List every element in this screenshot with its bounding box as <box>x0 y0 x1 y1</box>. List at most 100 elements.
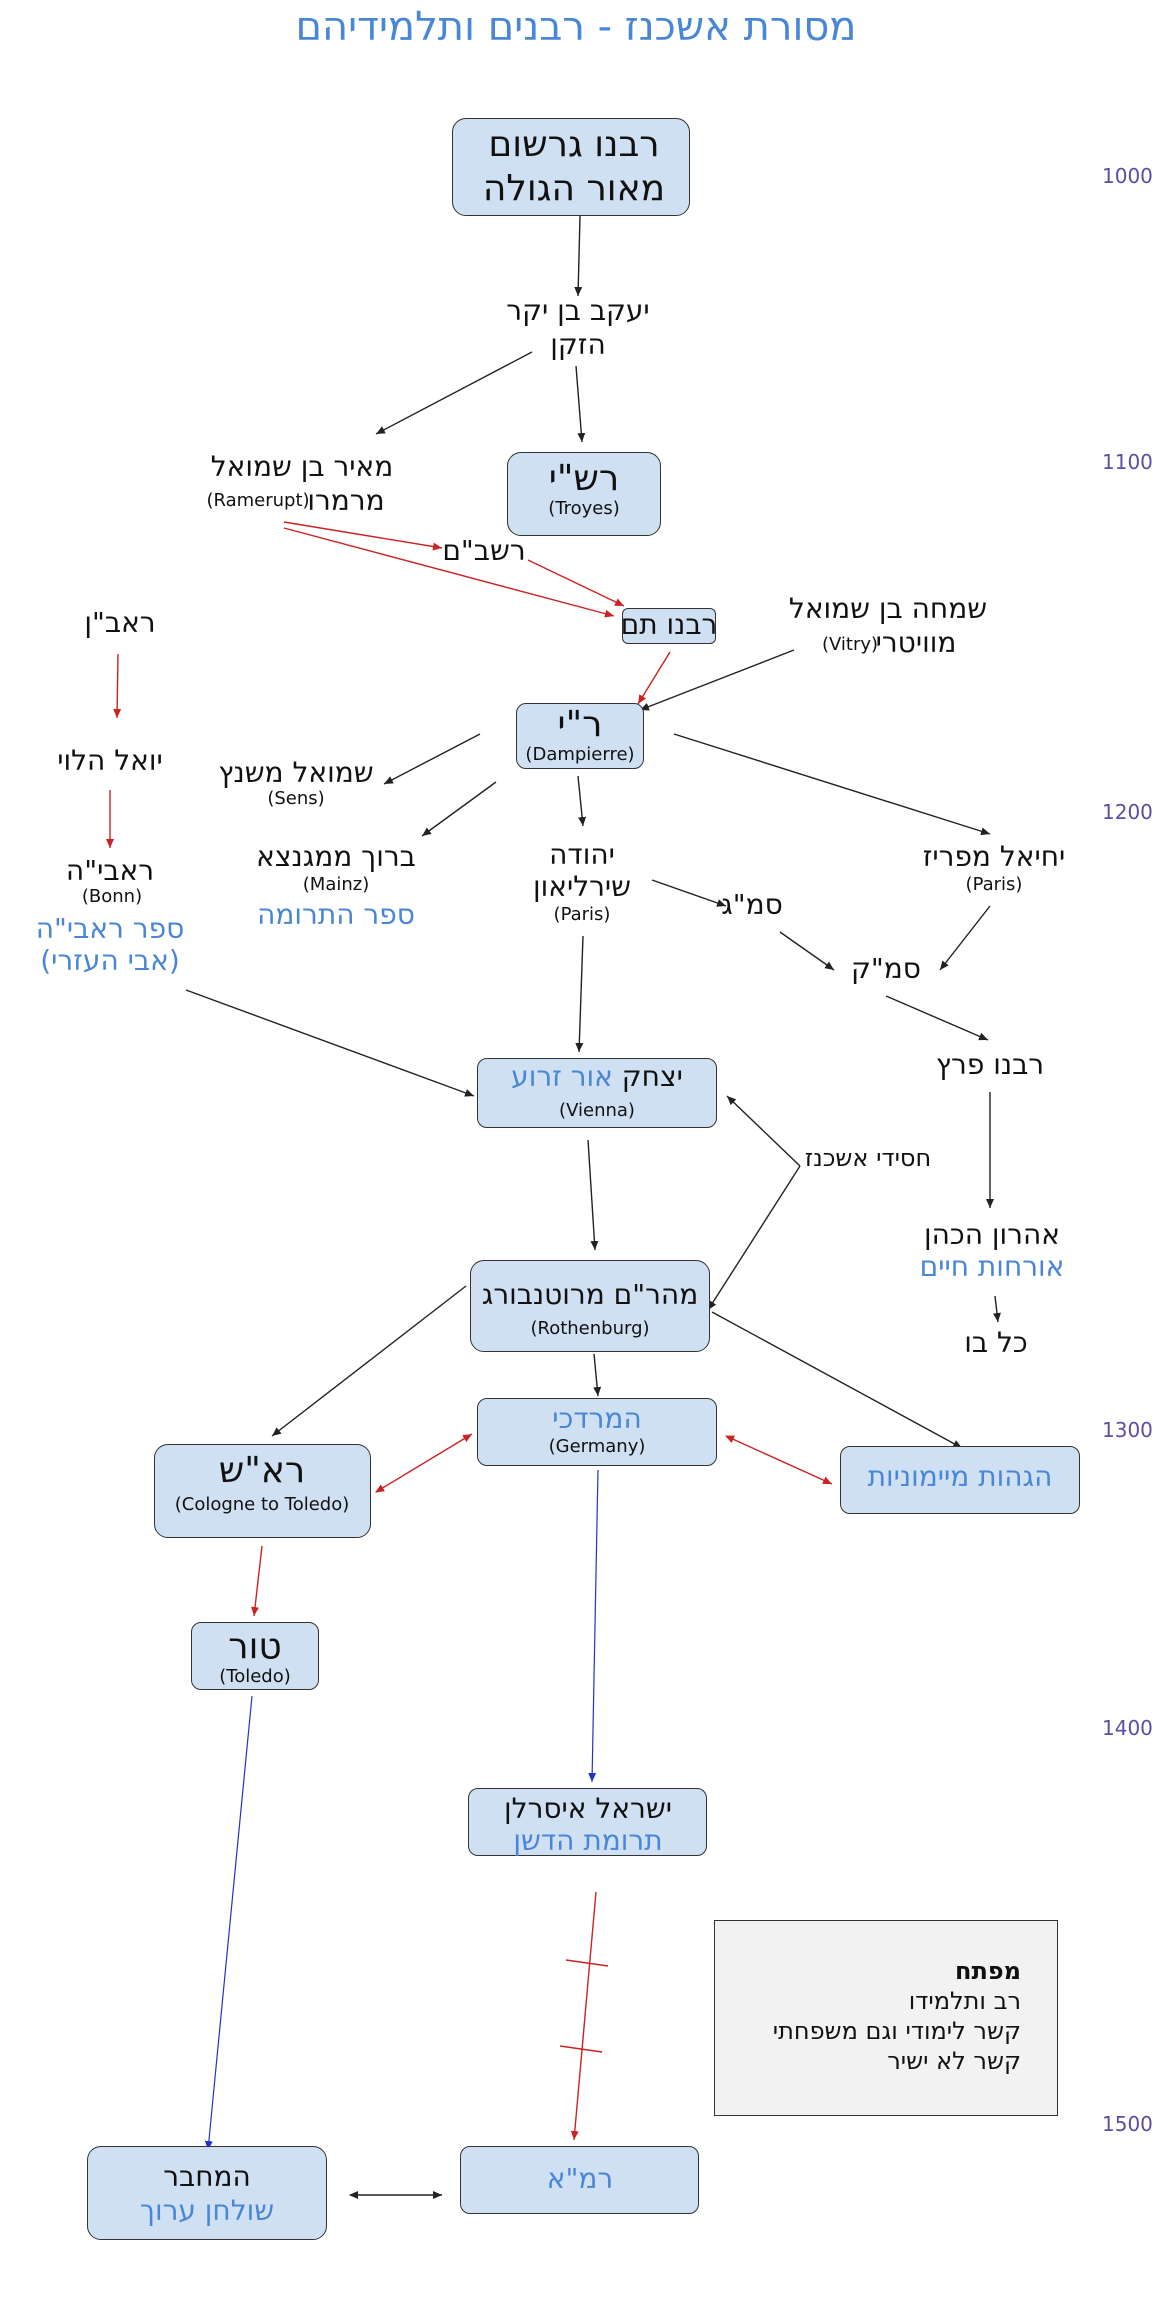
peretz-name: רבנו פרץ <box>935 1048 1045 1081</box>
shmuel-name: שמואל משנץ <box>218 756 374 789</box>
edge-ri-shmuel <box>383 733 481 785</box>
rema-box <box>460 2146 699 2214</box>
simcha-title: מוויטרי <box>875 626 957 659</box>
year-1500: 1500 <box>1102 2112 1152 2136</box>
shmuel-place: (Sens) <box>267 788 325 809</box>
year-1200: 1200 <box>1102 800 1152 824</box>
edge-gershom-yaakov <box>574 215 583 297</box>
edge-maharam-rosh <box>271 1285 467 1437</box>
rashi-box <box>507 452 661 536</box>
rosh-box <box>154 1444 371 1538</box>
baruch-name: ברוך ממגנצא <box>256 840 416 873</box>
edge-yechiel-semak <box>939 905 991 971</box>
hagahot-name: הגהות מיימוניות <box>867 1460 1053 1493</box>
rashi-name: רש"י <box>548 458 620 499</box>
edge-mordechai-isserlein <box>588 1469 599 1783</box>
orzarua-name: יצחק אור זרוע <box>511 1060 683 1093</box>
mordechai-box <box>477 1398 717 1466</box>
rema-name: רמ"א <box>546 2162 614 2195</box>
simcha-name: שמחה בן שמואל <box>788 592 988 625</box>
edge-raavan-yoel <box>113 653 122 719</box>
edge-yehuda-orzarua <box>575 935 584 1053</box>
edge-orzarua-maharam <box>587 1139 599 1251</box>
semag-name: סמ"ג <box>721 888 783 921</box>
yechiel-name: יחיאל מפריז <box>922 840 1066 873</box>
edge-maharam-hagahot <box>711 1311 963 1449</box>
legend-item-indirect: קשר לא ישיר <box>887 2047 1021 2075</box>
year-1000: 1000 <box>1102 164 1152 188</box>
isserlein-name: ישראל איסרלן <box>504 1792 672 1825</box>
edge-ri-yechiel <box>673 733 991 836</box>
edge-rosh-tur <box>251 1545 263 1617</box>
edge-yaakov-meir <box>375 351 533 435</box>
year-1100: 1100 <box>1102 450 1152 474</box>
yaakov-title: הזקן <box>550 328 606 361</box>
orzarua-book: אור זרוע <box>511 1060 613 1093</box>
legend-item-study-family: קשר לימודי וגם משפחתי <box>772 2017 1021 2045</box>
edge-semak-peretz <box>885 995 989 1041</box>
orzarua-box <box>477 1058 717 1128</box>
edge-yaakov-rashi <box>575 365 586 443</box>
isserlein-box <box>468 1788 707 1856</box>
kolbo-name: כל בו <box>964 1326 1028 1359</box>
tur-name: טור <box>228 1626 282 1667</box>
maharam-place: (Rothenburg) <box>530 1318 650 1339</box>
tam-box <box>622 608 716 644</box>
edge-ri-baruch <box>421 781 497 837</box>
yoel-name: יואל הלוי <box>57 744 163 777</box>
baruch-place: (Mainz) <box>302 874 370 895</box>
year-1400: 1400 <box>1102 1716 1152 1740</box>
mechaber-book: שולחן ערוך <box>139 2194 275 2227</box>
yehuda-name: יהודה <box>549 838 615 871</box>
raavyah-place: (Bonn) <box>81 886 143 907</box>
orzarua-place: (Vienna) <box>559 1100 635 1121</box>
ri-name: ר"י <box>557 704 603 745</box>
semak-name: סמ"ק <box>851 952 921 985</box>
edge-rashbam-tam <box>527 559 625 607</box>
legend-item-teacher-student: רב ותלמידו <box>908 1987 1021 2015</box>
yechiel-place: (Paris) <box>965 874 1023 895</box>
simcha-place: (Vitry) <box>821 634 879 655</box>
isserlein-book: תרומת הדשן <box>513 1824 663 1857</box>
edge-maharam-mordechai <box>593 1353 602 1397</box>
edge-meir-tam <box>283 527 615 618</box>
edge-tam-ri <box>637 651 671 705</box>
edge-meir-rashbam <box>283 521 443 551</box>
year-1300: 1300 <box>1102 1418 1152 1442</box>
rashbam-name: רשב"ם <box>442 534 526 567</box>
gershom-name: רבנו גרשום <box>488 124 660 165</box>
rosh-name: רא"ש <box>218 1450 306 1491</box>
yehuda-place: (Paris) <box>553 904 611 925</box>
edge-chasidei-orzarua <box>726 1095 801 1167</box>
gap-mark-1 <box>565 1959 609 1967</box>
mechaber-name: המחבר <box>163 2160 251 2193</box>
raavyah-name: ראבי"ה <box>65 854 155 887</box>
edge-semag-semak <box>779 931 835 971</box>
meir-place: (Ramerupt) <box>206 490 310 511</box>
rosh-place: (Cologne to Toledo) <box>174 1494 350 1515</box>
tur-box <box>191 1622 319 1690</box>
mordechai-place: (Germany) <box>548 1436 646 1457</box>
legend: מפתח רב ותלמידו קשר לימודי וגם משפחתי קש… <box>714 1920 1058 2116</box>
tam-name: רבנו תם <box>620 608 718 641</box>
baruch-book: ספר התרומה <box>257 898 415 931</box>
rashi-place: (Troyes) <box>548 498 620 519</box>
edge-raavyah-orzarua <box>185 989 475 1097</box>
hagahot-box <box>840 1446 1080 1514</box>
aharon-name: אהרון הכהן <box>924 1218 1060 1251</box>
edge-aharon-kolbo <box>992 1295 1001 1323</box>
edge-yehuda-semag <box>651 879 727 907</box>
raavyah-book: ספר ראבי"ה <box>35 912 185 945</box>
diagram-title: מסורת אשכנז - רבנים ותלמידיהם <box>295 4 857 50</box>
chasidei-name: חסידי אשכנז <box>804 1144 932 1172</box>
gershom-box <box>452 118 690 216</box>
edge-tur-mechaber <box>204 1695 253 2151</box>
gershom-title: מאור הגולה <box>482 168 666 209</box>
tur-place: (Toledo) <box>219 1666 291 1687</box>
mordechai-name: המרדכי <box>552 1402 642 1435</box>
raavan-name: ראב"ן <box>84 606 156 639</box>
meir-title: מרמרו <box>307 484 385 517</box>
ri-place: (Dampierre) <box>525 744 635 765</box>
yehuda-title: שירליאון <box>532 870 632 903</box>
edge-rosh-mordechai <box>375 1433 473 1493</box>
